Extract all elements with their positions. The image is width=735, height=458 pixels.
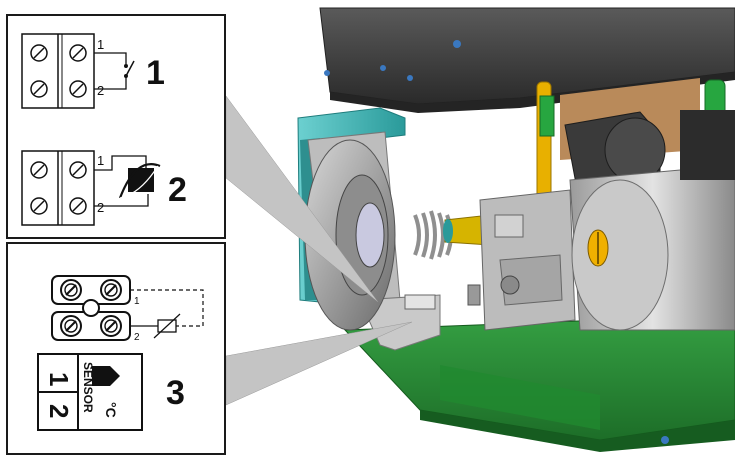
sensor-terminal-block: 1 2 (51, 275, 204, 343)
pin-label-1a: 1 (97, 37, 104, 52)
pin-label-1b: 2 (97, 83, 104, 98)
switch-icon (124, 60, 135, 78)
callout-beam-top (225, 95, 379, 303)
ntc-resistor-icon (153, 313, 181, 339)
callout-number-2: 2 (168, 171, 187, 209)
pin-label-2a: 1 (97, 153, 104, 168)
callout-panel-switch-wiring: 1 2 1 1 2 (6, 14, 226, 239)
callout-beam-bottom (225, 321, 413, 406)
plate-unit: °C (103, 402, 119, 418)
callout-number-3: 3 (166, 374, 185, 412)
fan-motor (564, 110, 735, 331)
outdoor-house-icon (92, 366, 120, 386)
plate-number-2: 2 (44, 404, 74, 418)
plate-number-1: 1 (44, 372, 74, 386)
plate-sensor-word: SENSOR (81, 362, 95, 413)
screw-icon (30, 161, 87, 215)
callout-number-1: 1 (146, 54, 165, 92)
gas-valve (467, 189, 576, 331)
terminal-block-2: 1 2 2 (21, 150, 187, 226)
sensor-pin-label-2: 2 (134, 332, 140, 343)
green-board (343, 314, 735, 452)
pin-label-2b: 2 (97, 200, 104, 215)
sensor-label-plate: 1 2 SENSOR °C (37, 353, 143, 431)
top-housing (319, 7, 735, 113)
callout-panel-sensor-wiring: 1 2 1 2 SENSOR °C 3 (6, 242, 226, 455)
sensor-pin-label-1: 1 (134, 296, 140, 307)
screw-icon (30, 44, 87, 98)
screw-icon (60, 279, 122, 337)
room-thermostat-icon (118, 163, 161, 199)
terminal-block-1: 1 2 1 (21, 33, 165, 109)
